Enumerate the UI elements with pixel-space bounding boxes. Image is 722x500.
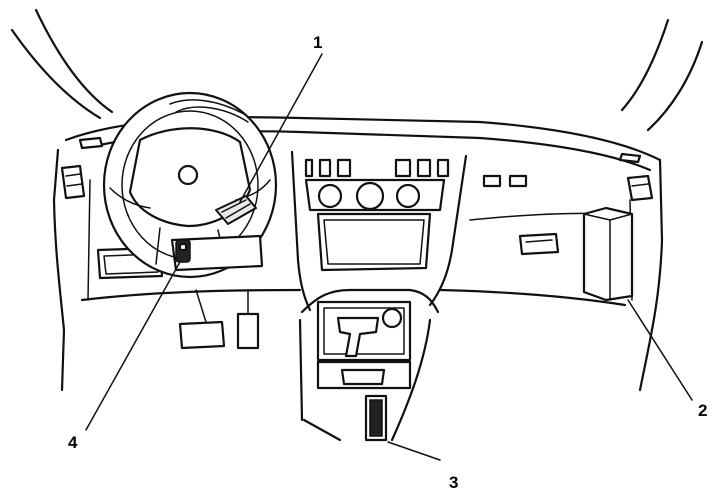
pedals bbox=[178, 289, 260, 350]
leader-line-1 bbox=[239, 53, 323, 203]
leader-line-4 bbox=[85, 261, 181, 431]
leader-lines bbox=[85, 53, 693, 461]
leader-line-2 bbox=[627, 299, 693, 401]
callout-label-4: 4 bbox=[68, 433, 78, 452]
leader-line-3 bbox=[387, 441, 441, 461]
callout-label-2: 2 bbox=[698, 401, 707, 420]
component-3-connector bbox=[364, 394, 388, 442]
steering-wheel bbox=[102, 91, 278, 279]
callout-label-3: 3 bbox=[449, 473, 458, 492]
component-4-switch bbox=[175, 239, 191, 263]
center-stack bbox=[290, 150, 468, 442]
component-1-module bbox=[215, 195, 257, 225]
callout-label-1: 1 bbox=[313, 33, 322, 52]
component-2-box bbox=[582, 206, 634, 302]
windshield-frame bbox=[10, 8, 704, 132]
